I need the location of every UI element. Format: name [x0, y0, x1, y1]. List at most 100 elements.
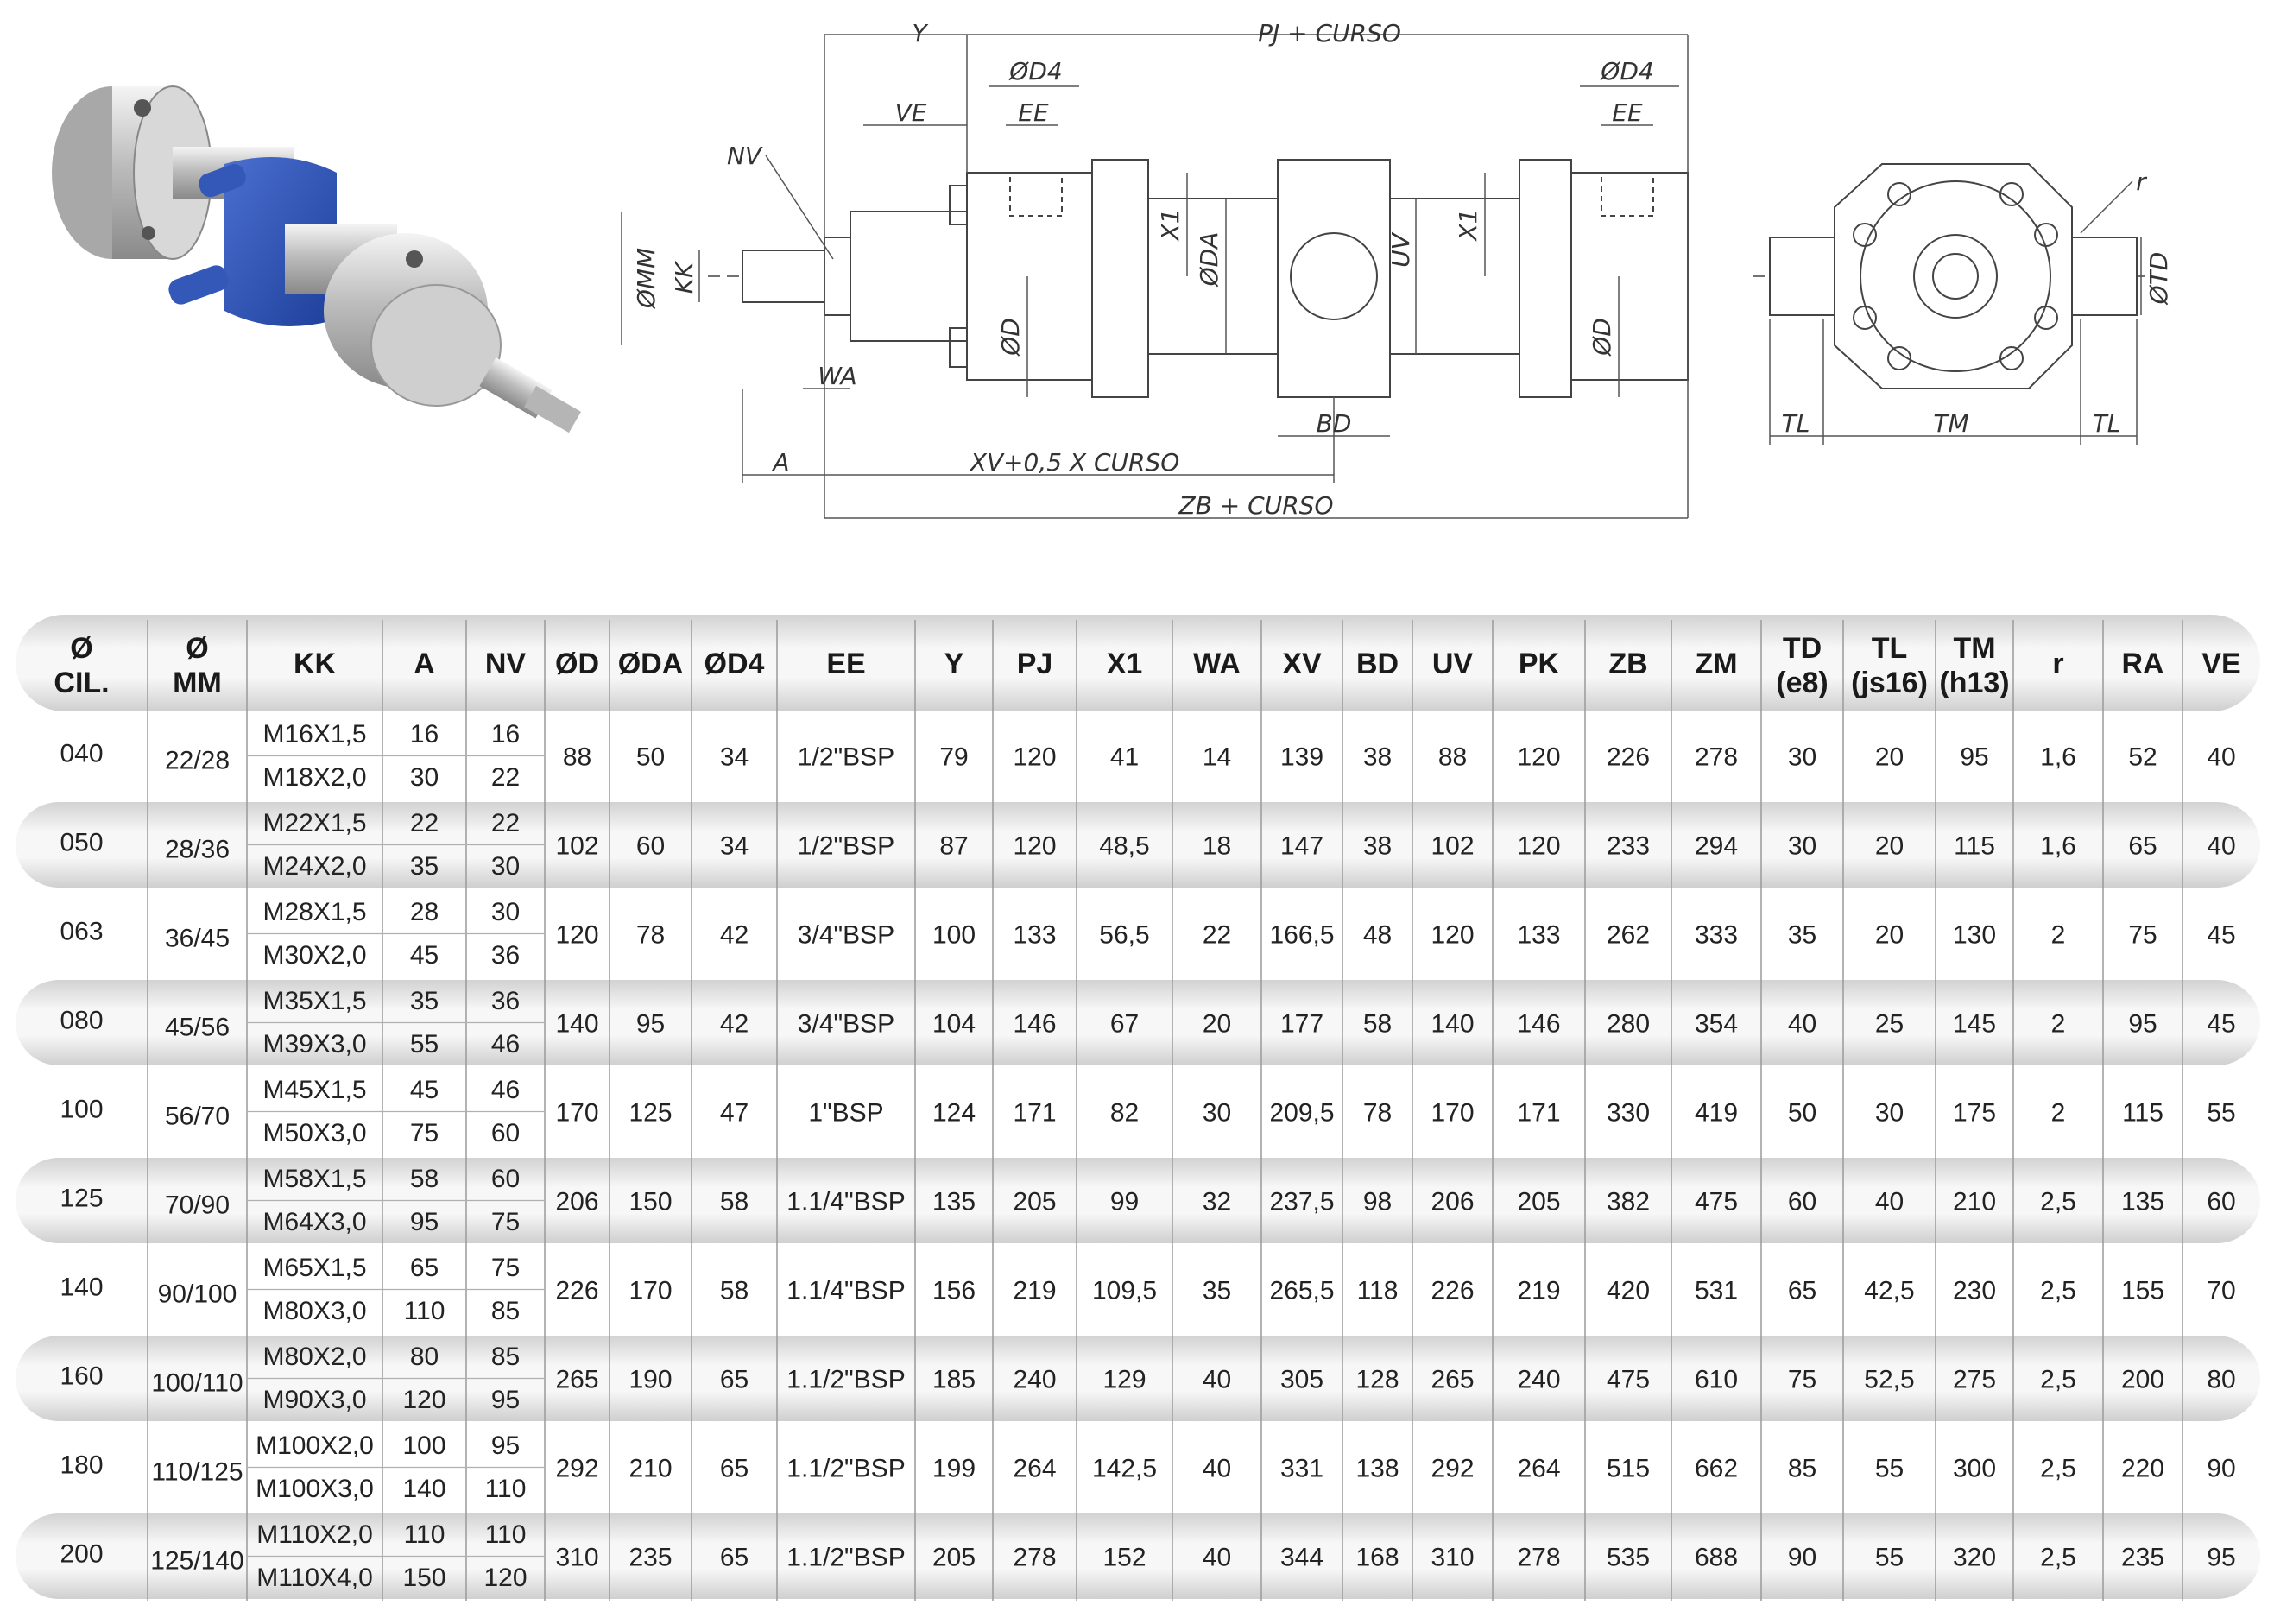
cell-ra: 75 — [2128, 921, 2157, 950]
cell-zb: 226 — [1607, 743, 1650, 772]
cell-d: 226 — [555, 1277, 598, 1305]
dim-x1-left: X1 — [1156, 209, 1184, 243]
dim-d-right: ØD — [1588, 318, 1616, 357]
cell-pj: 171 — [1013, 1099, 1056, 1128]
cell-tl: 20 — [1875, 921, 1904, 950]
cell-x1: 82 — [1110, 1099, 1139, 1128]
cell-kk: M100X2,0 — [256, 1431, 374, 1460]
cell-tm: 230 — [1953, 1277, 1996, 1305]
cell-kk: M100X3,0 — [256, 1475, 374, 1503]
cell-pj: 120 — [1013, 832, 1056, 861]
cell-nv: 85 — [491, 1343, 520, 1371]
cell-r: 2 — [2051, 921, 2066, 950]
cell-zm: 688 — [1695, 1544, 1738, 1572]
cell-a: 110 — [404, 1297, 445, 1325]
cell-da: 150 — [629, 1188, 672, 1216]
cell-r: 2,5 — [2040, 1188, 2076, 1216]
cell-x1: 67 — [1110, 1010, 1139, 1039]
cell-x1: 56,5 — [1099, 921, 1149, 950]
cell-wa: 22 — [1203, 921, 1231, 950]
cell-da: 125 — [629, 1099, 672, 1128]
cell-zb: 330 — [1607, 1099, 1650, 1128]
row-band — [16, 980, 2260, 1065]
cell-y: 87 — [939, 832, 968, 861]
cell-pk: 219 — [1517, 1277, 1560, 1305]
cell-wa: 40 — [1203, 1366, 1231, 1394]
column-header: A — [414, 648, 435, 680]
cell-cil: 180 — [60, 1451, 103, 1480]
cell-cil: 050 — [60, 829, 103, 857]
cell-a: 45 — [410, 941, 439, 970]
cell-pk: 120 — [1517, 832, 1560, 861]
dimension-lines — [621, 34, 2142, 519]
cell-tm: 320 — [1953, 1544, 1996, 1572]
cell-d: 206 — [555, 1188, 598, 1216]
cell-nv: 30 — [491, 852, 520, 881]
row-band — [16, 1513, 2260, 1599]
dim-r: r — [2136, 167, 2147, 196]
cell-y: 205 — [932, 1544, 976, 1572]
cell-nv: 110 — [485, 1520, 527, 1549]
cell-cil: 125 — [60, 1185, 103, 1213]
column-header: TL — [1872, 632, 1908, 665]
row-band — [16, 802, 2260, 888]
cell-d: 140 — [555, 1010, 598, 1039]
cell-y: 156 — [932, 1277, 976, 1305]
cell-ra: 155 — [2121, 1277, 2164, 1305]
cell-nv: 75 — [491, 1208, 520, 1236]
cell-wa: 32 — [1203, 1188, 1231, 1216]
cell-ve: 80 — [2207, 1366, 2235, 1394]
cell-td: 85 — [1788, 1455, 1816, 1483]
cell-zb: 280 — [1607, 1010, 1650, 1039]
dim-nv: NV — [727, 142, 763, 170]
cell-kk: M28X1,5 — [262, 898, 366, 926]
cell-ee: 1.1/4"BSP — [786, 1277, 905, 1305]
cell-kk: M22X1,5 — [262, 809, 366, 837]
cell-mm: 125/140 — [150, 1547, 243, 1576]
cell-zb: 420 — [1607, 1277, 1650, 1305]
column-header: VE — [2201, 648, 2240, 680]
cell-ra: 95 — [2128, 1010, 2157, 1039]
cell-ee: 3/4"BSP — [798, 921, 894, 950]
table-background — [16, 615, 2260, 1599]
table-grid — [147, 620, 2183, 1601]
cell-uv: 140 — [1431, 1010, 1474, 1039]
cell-nv: 22 — [491, 809, 520, 837]
cell-td: 65 — [1788, 1277, 1816, 1305]
cell-cil: 160 — [60, 1362, 103, 1391]
cell-tl: 40 — [1875, 1188, 1904, 1216]
cell-uv: 102 — [1431, 832, 1474, 861]
cell-ee: 1/2"BSP — [798, 743, 894, 772]
cell-ee: 3/4"BSP — [798, 1010, 894, 1039]
cell-zb: 233 — [1607, 832, 1650, 861]
cell-y: 124 — [932, 1099, 976, 1128]
cell-nv: 60 — [491, 1119, 520, 1147]
cell-a: 100 — [402, 1431, 445, 1460]
cell-a: 120 — [402, 1386, 445, 1414]
cell-nv: 110 — [485, 1475, 527, 1503]
column-header: TM — [1953, 632, 1995, 665]
cell-x1: 142,5 — [1092, 1455, 1157, 1483]
cell-ra: 115 — [2122, 1099, 2163, 1128]
cell-wa: 40 — [1203, 1544, 1231, 1572]
cell-xv: 166,5 — [1269, 921, 1334, 950]
cell-tl: 55 — [1875, 1544, 1904, 1572]
cell-zb: 535 — [1607, 1544, 1650, 1572]
cell-nv: 22 — [491, 763, 520, 792]
cell-bd: 118 — [1357, 1277, 1399, 1305]
cell-d4: 34 — [720, 743, 749, 772]
cell-tl: 52,5 — [1864, 1366, 1914, 1394]
cell-mm: 36/45 — [165, 925, 230, 953]
cell-tl: 25 — [1875, 1010, 1904, 1039]
cell-tl: 42,5 — [1864, 1277, 1914, 1305]
cell-d: 102 — [555, 832, 598, 861]
cell-da: 210 — [629, 1455, 672, 1483]
cell-uv: 292 — [1431, 1455, 1474, 1483]
cell-a: 22 — [410, 809, 439, 837]
cell-a: 110 — [404, 1520, 445, 1549]
cell-y: 104 — [932, 1010, 976, 1039]
cell-uv: 88 — [1438, 743, 1467, 772]
column-header: PJ — [1017, 648, 1053, 680]
cell-kk: M65X1,5 — [262, 1254, 366, 1282]
